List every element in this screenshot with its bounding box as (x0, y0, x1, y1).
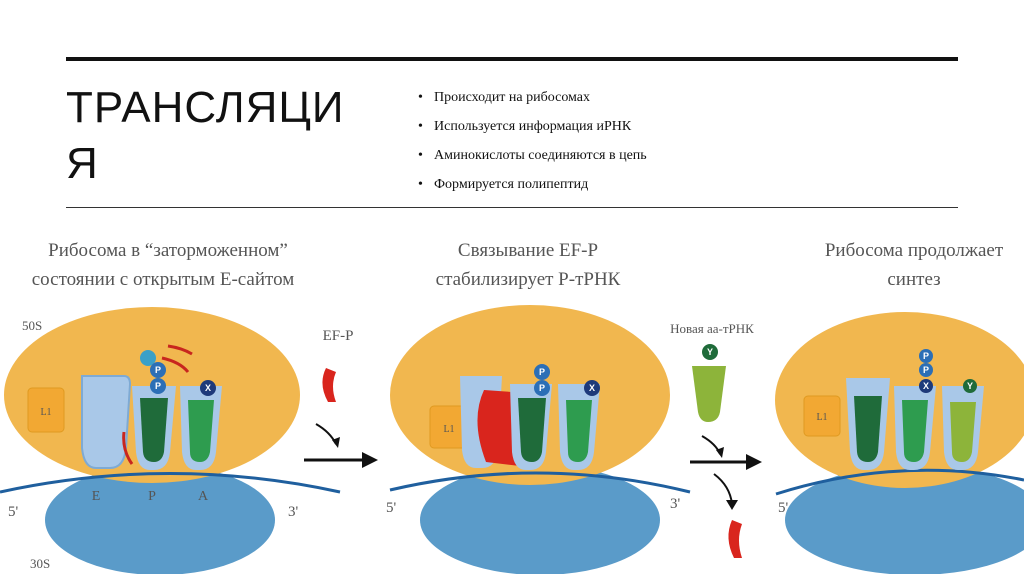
ribosome-panel-2: L1 P P X 5' 3' (386, 305, 691, 574)
title-line-2: Я (66, 139, 99, 188)
efp-label: EF-P (323, 328, 354, 344)
aa-label-1: X (205, 383, 211, 393)
aa-circle-3 (919, 379, 933, 393)
aa-circle-2 (534, 364, 550, 380)
aa-circle-1 (200, 380, 216, 396)
site-A-label: A (198, 489, 209, 504)
panel3-caption-line2: синтез (887, 269, 940, 290)
bullet-item: Аминокислоты соединяются в цепь (418, 146, 647, 175)
trna-A-2 (566, 400, 592, 462)
l1-box-3 (803, 395, 841, 437)
aa-label-1: P (155, 381, 161, 391)
arrow-head-icon (362, 452, 378, 468)
efp-protein-icon (322, 368, 336, 402)
mrna-2 (389, 471, 691, 494)
bullet-list: Происходит на рибосомах Используется инф… (418, 88, 647, 204)
ribosome-panel-3: L1 P P X Y 5' (775, 312, 1024, 574)
efp-entry: EF-P (304, 328, 378, 468)
panel2-caption-line2: стабилизирует P-тРНК (436, 269, 621, 290)
aa-circle-2 (584, 380, 600, 396)
label-50s: 50S (22, 318, 42, 333)
aa-label-2: X (589, 383, 595, 393)
panel1-caption-line2: состоянии с открытым Е-сайтом (32, 269, 295, 290)
l1-label-1: L1 (40, 407, 51, 418)
arrow-head-icon (332, 437, 340, 448)
top-rule (66, 57, 958, 61)
subunit-30s-2 (420, 465, 660, 574)
efp-released-icon (728, 520, 742, 558)
aa-circle-3 (919, 349, 933, 363)
bullet-item: Происходит на рибосомах (418, 88, 647, 117)
label-5prime-1: 5' (8, 504, 19, 520)
label-3prime-2: 3' (670, 496, 681, 512)
aa-circle-1 (150, 378, 166, 394)
aa-label-new: Y (707, 347, 713, 357)
panel1-caption-line1: Рибосома в “заторможенном” (48, 240, 288, 261)
l1-label-2: L1 (443, 424, 454, 435)
aa-label-2: P (539, 367, 545, 377)
label-3prime-1: 3' (288, 504, 299, 520)
new-trna-icon (692, 366, 726, 422)
site-P-label: P (148, 489, 156, 504)
title-line-1: ТРАНСЛЯЦИ (66, 83, 345, 132)
panel3-caption-line1: Рибосома продолжает (825, 240, 1004, 261)
aa-label-3: P (923, 351, 929, 361)
label-5prime-2: 5' (386, 500, 397, 516)
trna-P-1 (140, 398, 168, 462)
site-E-label: E (92, 489, 101, 504)
arrow-curve-3 (713, 473, 733, 505)
trna-P-3 (902, 400, 928, 462)
trna-A-3 (950, 402, 976, 462)
aa-circle-3 (963, 379, 977, 393)
subunit-30s-3 (785, 465, 1024, 574)
new-trna-label: Новая аа-тРНК (670, 321, 754, 336)
subunit-30s-1 (45, 465, 275, 574)
aa-label-3: P (923, 365, 929, 375)
aa-circle-1 (150, 362, 166, 378)
label-5prime-3: 5' (778, 500, 789, 516)
l1-label-3: L1 (816, 412, 827, 423)
efp-bound-2 (477, 390, 520, 466)
bullet-item: Используется информация иРНК (418, 117, 647, 146)
efp-trace-1 (122, 431, 134, 465)
slide-title: ТРАНСЛЯЦИ Я (66, 80, 366, 192)
aa-circle-3 (919, 363, 933, 377)
ribosome-panel-1: L1 P P X E P A 50S 30S 5' 3' (0, 307, 341, 574)
divider-rule (66, 207, 958, 208)
trna-E-1 (81, 375, 132, 469)
aa-label-1: P (155, 365, 161, 375)
aa-label-3: X (923, 381, 929, 391)
trna-A-1 (188, 400, 214, 462)
aa-label-2: P (539, 383, 545, 393)
arrow-head-icon (746, 454, 762, 470)
l1-box-1 (27, 387, 65, 433)
trna-E-3 (854, 396, 882, 462)
new-trna-entry: Новая аа-тРНК Y (670, 321, 762, 558)
bullet-item: Формируется полипептид (418, 175, 647, 204)
arrow-head-icon (726, 500, 738, 510)
aa-circle-1 (140, 350, 156, 366)
aa-circle-new (702, 344, 718, 360)
mrna-1 (0, 472, 341, 494)
aa-circle-2 (534, 380, 550, 396)
mrna-3 (775, 468, 1024, 496)
label-30s: 30S (30, 556, 50, 571)
trna-P-2 (518, 398, 546, 462)
aa-label-3: Y (967, 381, 973, 391)
growing-chain-arc-1 (161, 344, 193, 373)
arrow-head-icon (716, 447, 724, 458)
panel2-caption-line1: Связывание EF-P (458, 240, 598, 261)
